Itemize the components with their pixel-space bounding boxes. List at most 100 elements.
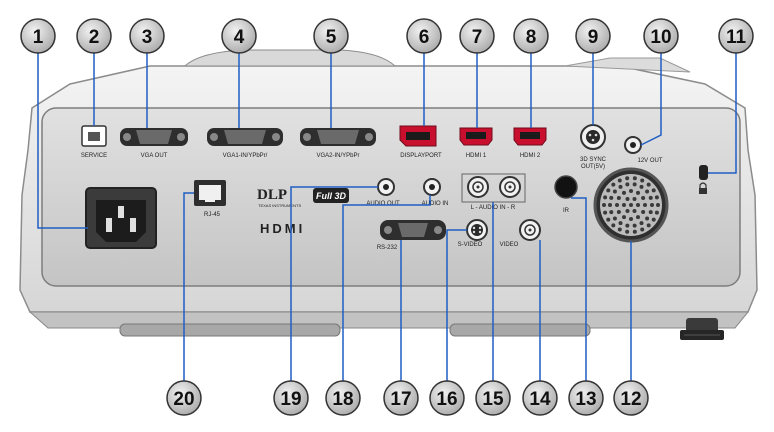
- speaker-hole: [622, 203, 626, 207]
- callout-number: 2: [89, 27, 100, 48]
- speaker-hole: [616, 210, 621, 214]
- speaker-hole: [617, 227, 622, 232]
- speaker-hole: [640, 178, 645, 183]
- callout-number: 17: [390, 389, 411, 410]
- lock-icon: [699, 182, 707, 194]
- callout-number: 6: [419, 27, 430, 48]
- callout-7: 7: [459, 18, 495, 54]
- speaker-hole: [612, 216, 617, 221]
- speaker-hole: [645, 216, 650, 221]
- speaker-hole: [639, 221, 644, 226]
- speaker-hole: [632, 182, 637, 187]
- leader-line-19: [290, 186, 378, 381]
- full-3d-logo: Full 3D: [313, 188, 349, 203]
- rs232-port: RS-232: [377, 220, 446, 251]
- vga2-in-port: VGA2-IN/YPbPr: [300, 128, 376, 159]
- callout-3: 3: [129, 18, 165, 54]
- callout-circle: [129, 18, 165, 54]
- callout-circle: [76, 18, 112, 54]
- callout-number: 16: [436, 389, 457, 410]
- callout-2: 2: [76, 18, 112, 54]
- speaker-hole: [641, 210, 646, 214]
- speaker-hole: [636, 203, 640, 207]
- callout-16: 16: [429, 380, 465, 416]
- callout-18: 18: [325, 380, 361, 416]
- speaker-hole: [640, 227, 645, 232]
- speaker-hole: [625, 223, 630, 228]
- hdmi-logo-text: HDMI: [260, 221, 305, 236]
- rj45-port: RJ-45: [194, 180, 226, 218]
- audio-out-label: AUDIO OUT: [366, 201, 400, 207]
- callout-circle: [406, 18, 442, 54]
- callout-circle: [718, 18, 754, 54]
- speaker-hole: [602, 203, 606, 207]
- leader-line-13: [571, 197, 587, 381]
- out-12v-label: 12V OUT: [637, 158, 662, 164]
- speaker-hole: [625, 196, 630, 201]
- callout-number: 4: [234, 27, 245, 48]
- callout-circle: [325, 380, 361, 416]
- speaker-hole: [617, 178, 622, 183]
- callout-circle: [429, 380, 465, 416]
- leader-line-16: [446, 229, 467, 381]
- speaker-hole: [636, 190, 640, 195]
- speaker-hole: [606, 217, 611, 222]
- vga1-in-label: VGA1-IN/YPbPr/: [223, 153, 268, 159]
- ir-label: IR: [563, 208, 570, 214]
- callout-1: 1: [20, 18, 56, 54]
- callout-number: 3: [142, 27, 153, 48]
- speaker-hole: [654, 195, 659, 200]
- hdmi-logo: HDMI: [260, 221, 305, 236]
- vga-out-label: VGA OUT: [141, 153, 168, 159]
- speaker-hole: [618, 221, 623, 226]
- speaker-hole: [648, 210, 653, 215]
- hdmi2-label: HDMI 2: [520, 153, 541, 159]
- speaker-hole: [632, 223, 637, 228]
- vga2-in-label: VGA2-IN/YPbPr: [316, 153, 359, 159]
- speaker-hole: [645, 189, 650, 194]
- speaker-holes: [602, 176, 660, 234]
- callout-10: 10: [643, 18, 679, 54]
- displayport-label: DISPLAYPORT: [400, 153, 442, 159]
- speaker-hole: [643, 203, 647, 207]
- speaker-hole: [625, 176, 630, 181]
- callout-19: 19: [273, 380, 309, 416]
- power-socket: [85, 187, 157, 249]
- callout-11: 11: [718, 18, 754, 54]
- callout-number: 7: [472, 27, 483, 48]
- speaker-grille: [593, 167, 669, 243]
- speaker-hole: [611, 223, 616, 228]
- audio-in-label: AUDIO IN: [422, 201, 449, 207]
- speaker-hole: [609, 195, 614, 200]
- callout-9: 9: [575, 18, 611, 54]
- callout-number: 14: [529, 389, 551, 410]
- leader-line-11: [708, 53, 737, 174]
- speaker-hole: [606, 188, 611, 193]
- callout-number: 20: [173, 389, 194, 410]
- callout-13: 13: [568, 380, 604, 416]
- dlp-logo: DLP TEXAS INSTRUMENTS: [257, 187, 301, 208]
- video-label: VIDEO: [500, 242, 519, 248]
- ir-receiver: IR: [554, 175, 578, 214]
- video-port: VIDEO: [500, 219, 541, 248]
- callout-8: 8: [513, 18, 549, 54]
- speaker-hole: [616, 196, 621, 200]
- service-label: SERVICE: [81, 153, 107, 159]
- callout-number: 11: [726, 27, 747, 48]
- callout-number: 9: [588, 27, 599, 48]
- hdmi1-label: HDMI 1: [466, 153, 487, 159]
- speaker-hole: [650, 203, 654, 207]
- callout-12: 12: [613, 380, 649, 416]
- callout-circle: [313, 18, 349, 54]
- speaker-hole: [611, 182, 616, 187]
- speaker-hole: [629, 189, 633, 193]
- sync-3d-label-line2: OUT(5V): [581, 164, 605, 170]
- speaker-hole: [646, 223, 651, 228]
- callout-17: 17: [383, 380, 419, 416]
- callout-circle: [613, 380, 649, 416]
- callout-4: 4: [221, 18, 257, 54]
- speaker-hole: [608, 203, 612, 207]
- callout-circle: [459, 18, 495, 54]
- callout-circle: [273, 380, 309, 416]
